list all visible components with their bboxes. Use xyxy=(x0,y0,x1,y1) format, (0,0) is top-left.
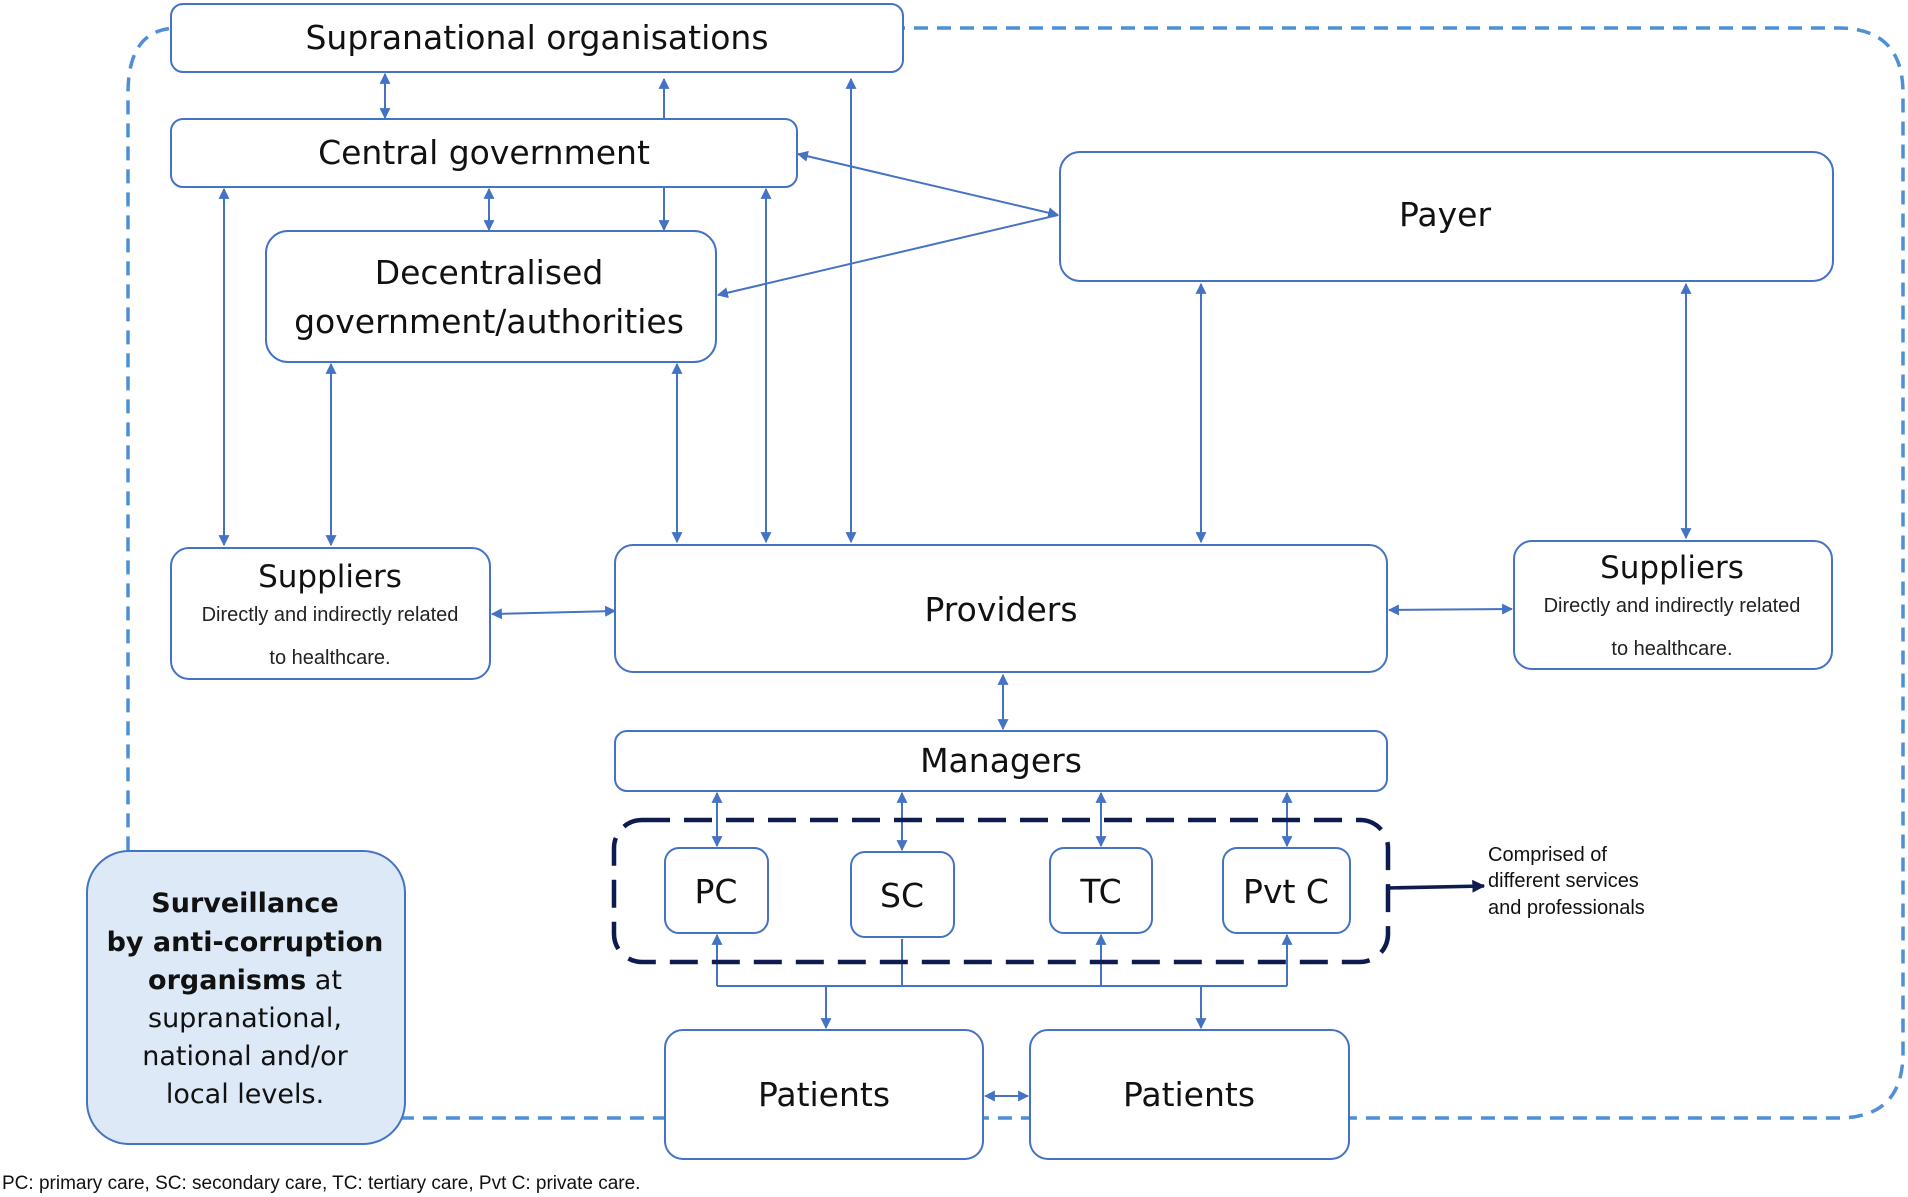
sc-label: SC xyxy=(880,876,924,915)
patients-right-label: Patients xyxy=(1123,1075,1255,1114)
decentralised-node: Decentralised government/authorities xyxy=(265,230,717,363)
tc-node: TC xyxy=(1049,847,1153,934)
sc-node: SC xyxy=(850,851,955,938)
payer-node: Payer xyxy=(1059,151,1834,282)
supplier-right-desc-line2: to healthcare. xyxy=(1611,638,1732,660)
surveillance-line2: by anti-corruption xyxy=(107,927,384,958)
surveillance-line1: Surveillance xyxy=(151,888,338,919)
payer-label: Payer xyxy=(1399,195,1491,234)
pc-node: PC xyxy=(664,847,769,934)
providers-node: Providers xyxy=(614,544,1388,673)
supplier-right-desc-line1: Directly and indirectly related xyxy=(1544,595,1801,617)
services-note: Comprised of different services and prof… xyxy=(1488,844,1645,919)
surveillance-line5: national and/or xyxy=(142,1041,348,1072)
supplier-right-node: Suppliers Directly and indirectly relate… xyxy=(1513,540,1833,670)
central-government-label: Central government xyxy=(318,133,650,172)
patients-left-node: Patients xyxy=(664,1029,984,1160)
pvtc-label: Pvt C xyxy=(1243,872,1329,911)
pvtc-node: Pvt C xyxy=(1222,847,1351,934)
conn-decentral-payer xyxy=(716,214,1059,299)
conn-central-payer xyxy=(796,150,1060,219)
surveillance-node: Surveillance by anti-corruption organism… xyxy=(86,850,406,1145)
supranational-label: Supranational organisations xyxy=(305,18,768,57)
surveillance-line3-rest: at xyxy=(306,965,342,996)
pc-label: PC xyxy=(695,872,738,911)
central-government-node: Central government xyxy=(170,118,798,188)
patients-left-label: Patients xyxy=(758,1075,890,1114)
services-note-line2: different services xyxy=(1488,870,1639,892)
conn-group-note xyxy=(1387,879,1486,893)
supplier-right-title: Suppliers xyxy=(1600,550,1744,586)
supplier-left-desc-line1: Directly and indirectly related xyxy=(202,604,459,626)
decentralised-label-line2: government/authorities xyxy=(294,302,684,341)
services-note-line1: Comprised of xyxy=(1488,844,1607,866)
decentralised-label-line1: Decentralised xyxy=(375,253,604,292)
services-note-line3: and professionals xyxy=(1488,897,1645,919)
supplier-left-title: Suppliers xyxy=(258,559,402,595)
patients-right-node: Patients xyxy=(1029,1029,1350,1160)
conn-supplier-left-providers xyxy=(490,605,617,620)
surveillance-line6: local levels. xyxy=(166,1079,324,1110)
surveillance-line4: supranational, xyxy=(148,1003,342,1034)
providers-label: Providers xyxy=(924,590,1077,629)
surveillance-line3-bold: organisms xyxy=(148,965,306,996)
surveillance-line3: organisms at xyxy=(148,965,342,996)
supplier-left-desc-line2: to healthcare. xyxy=(269,647,390,669)
supplier-left-node: Suppliers Directly and indirectly relate… xyxy=(170,547,491,680)
managers-label: Managers xyxy=(920,741,1082,780)
connectors xyxy=(218,72,1692,1102)
system-boundary xyxy=(126,26,1905,1120)
managers-node: Managers xyxy=(614,730,1388,792)
tc-label: TC xyxy=(1079,872,1121,911)
care-services-group xyxy=(611,817,1391,965)
conn-providers-supplier-right xyxy=(1387,603,1514,616)
abbreviation-footnote: PC: primary care, SC: secondary care, TC… xyxy=(2,1173,640,1194)
supranational-node: Supranational organisations xyxy=(170,3,904,73)
